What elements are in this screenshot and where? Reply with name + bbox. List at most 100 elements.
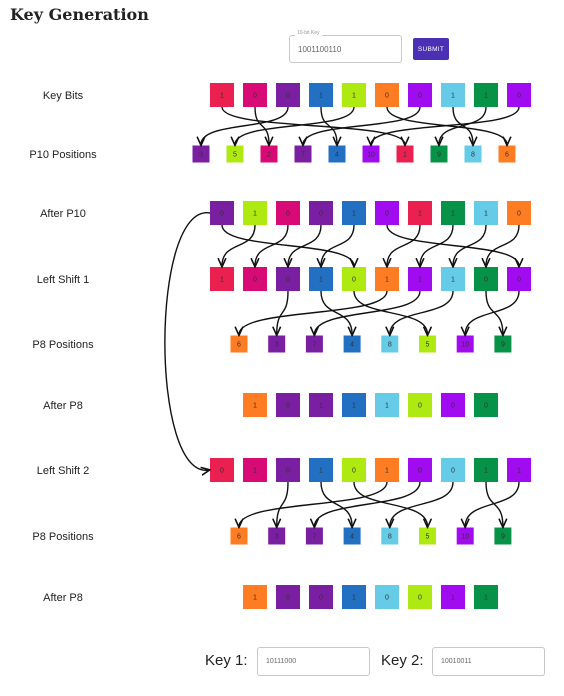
bit-cell: [375, 267, 399, 291]
bit-cell: [276, 458, 300, 482]
bit-cell: [276, 393, 300, 417]
bit-cell: [474, 267, 498, 291]
bit-cell: [375, 83, 399, 107]
bit-cell-value: 1: [385, 403, 389, 410]
bit-cell-value: 0: [517, 277, 521, 284]
bit-cell-value: 0: [286, 595, 290, 602]
bit-cell: [381, 335, 399, 353]
bit-cell: [305, 527, 323, 545]
bit-cell: [226, 145, 244, 163]
bit-cell-value: 1: [418, 277, 422, 284]
bit-cell-value: 0: [286, 211, 290, 218]
bit-cell-value: 5: [426, 534, 430, 541]
permutation-arrow: [277, 481, 289, 527]
bit-cell: [430, 145, 448, 163]
bit-cell-value: 8: [388, 342, 392, 349]
row-label: Left Shift 1: [37, 274, 90, 286]
submit-button[interactable]: SUBMIT: [413, 38, 449, 60]
bit-cell: [309, 458, 333, 482]
permutation-arrow: [386, 106, 507, 145]
bit-cell: [441, 585, 465, 609]
bit-cell-value: 6: [237, 342, 241, 349]
permutation-arrow: [465, 481, 520, 527]
bit-cell-value: 0: [385, 595, 389, 602]
bit-cell-value: 1: [451, 93, 455, 100]
bit-cell-value: 1: [451, 277, 455, 284]
bit-cell-value: 0: [418, 403, 422, 410]
bit-cell: [210, 458, 234, 482]
bit-cell: [309, 201, 333, 225]
permutation-arrow: [485, 290, 503, 335]
bit-cell-value: 0: [319, 211, 323, 218]
bit-cell-value: 10: [461, 342, 469, 349]
permutation-arrow: [303, 106, 421, 145]
bit-cell-value: 7: [312, 342, 316, 349]
bit-cell-value: 0: [352, 468, 356, 475]
bit-cell: [342, 83, 366, 107]
bit-cell: [342, 585, 366, 609]
bit-cell: [343, 527, 361, 545]
permutation-arrow: [222, 224, 256, 266]
bit-cell: [342, 267, 366, 291]
permutation-arrow: [353, 481, 428, 527]
bit-cell: [268, 335, 286, 353]
row-label: P10 Positions: [29, 149, 97, 161]
key-input[interactable]: [290, 36, 401, 62]
key1-output[interactable]: [257, 647, 370, 676]
bit-cell-value: 0: [418, 595, 422, 602]
bit-cell-value: 1: [451, 211, 455, 218]
bit-cell-value: 10: [461, 534, 469, 541]
permutation-arrow: [314, 290, 421, 335]
bit-cell: [375, 458, 399, 482]
bit-cell: [507, 83, 531, 107]
permutation-arrow: [386, 224, 519, 266]
row-label: P8 Positions: [32, 531, 94, 543]
bit-cell-value: 0: [517, 93, 521, 100]
bit-cell: [498, 145, 516, 163]
bit-cell-value: 6: [237, 534, 241, 541]
bit-cell: [419, 335, 436, 353]
bit-cell: [230, 527, 248, 545]
bit-cell-value: 10: [367, 152, 375, 159]
bit-cell: [408, 267, 432, 291]
bit-cell: [309, 393, 333, 417]
bit-cell-value: 0: [517, 211, 521, 218]
page-title: Key Generation: [10, 5, 149, 24]
permutation-arrow: [465, 290, 520, 335]
bit-cell-value: 4: [335, 152, 339, 159]
bit-cell: [362, 145, 380, 163]
bit-cell-value: 4: [350, 534, 354, 541]
row-label: After P10: [40, 208, 86, 220]
permutation-arrow: [320, 481, 352, 527]
long-shift-arrow: [164, 212, 210, 471]
key2-output[interactable]: [432, 647, 545, 676]
bit-cell-value: 1: [253, 595, 257, 602]
permutation-arrow: [221, 224, 354, 266]
row-label: Left Shift 2: [37, 465, 90, 477]
bit-cell: [342, 201, 366, 225]
key-input-field[interactable]: 10-bit Key: [289, 30, 402, 63]
bit-cell: [441, 83, 465, 107]
bit-cell: [441, 458, 465, 482]
bit-cell: [243, 201, 267, 225]
bit-cell: [408, 83, 432, 107]
bit-cell-value: 5: [426, 342, 430, 349]
bit-cell-value: 0: [418, 468, 422, 475]
permutation-arrow: [321, 224, 355, 266]
bit-cell-value: 0: [286, 403, 290, 410]
bit-cell-value: 0: [220, 468, 224, 475]
bit-cell-value: 1: [319, 93, 323, 100]
key2-label: Key 2:: [381, 652, 424, 669]
bit-cell: [342, 458, 366, 482]
bit-cell: [375, 585, 399, 609]
bit-cell: [474, 585, 498, 609]
permutation-arrow: [277, 290, 289, 335]
bit-cell: [494, 335, 512, 353]
bit-cell-value: 0: [484, 403, 488, 410]
permutation-arrow: [221, 106, 405, 145]
bit-cell: [276, 585, 300, 609]
permutation-arrow: [420, 224, 454, 266]
bit-cell: [441, 201, 465, 225]
bit-cell-value: 1: [220, 277, 224, 284]
bit-cell: [328, 145, 346, 163]
